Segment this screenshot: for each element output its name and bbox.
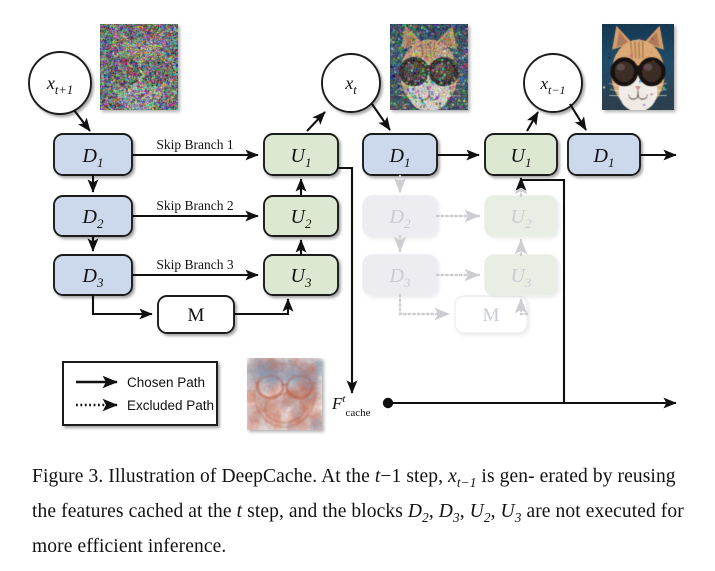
block-d1b: D1 bbox=[362, 133, 438, 176]
block-u3b-excluded: U3 bbox=[484, 254, 558, 296]
block-d3: D3 bbox=[53, 254, 133, 296]
label-skip-branch-2: Skip Branch 2 bbox=[156, 198, 233, 213]
block-u1b: U1 bbox=[484, 133, 558, 176]
block-d2b-excluded: D2 bbox=[362, 195, 438, 237]
label-skip-branch-3: Skip Branch 3 bbox=[156, 257, 233, 272]
caption-t-1: t bbox=[374, 466, 381, 487]
block-label-u2b: U2 bbox=[511, 206, 532, 231]
block-u1: U1 bbox=[263, 133, 339, 176]
caption-seg-2: step, bbox=[401, 466, 449, 487]
caption-block-u2-sub: 2 bbox=[483, 509, 491, 525]
caption-x-sub: t−1 bbox=[456, 474, 477, 490]
arrow-excluded-d3b-m2 bbox=[398, 293, 451, 321]
block-u3: U3 bbox=[263, 254, 339, 296]
arrow-xtm1-to-d1c bbox=[569, 103, 587, 131]
block-label-u3: U3 bbox=[291, 265, 312, 290]
node-circle-xt1: xt+1 bbox=[28, 51, 92, 115]
block-label-d3: D3 bbox=[82, 265, 104, 290]
thumbnail-midnoise-xt bbox=[390, 24, 468, 110]
caption-minus: − bbox=[380, 466, 392, 487]
arrow-u1-to-cache bbox=[338, 166, 358, 394]
thumbnail-noisy-xt1 bbox=[100, 24, 178, 110]
legend-chosen-label: Chosen Path bbox=[127, 375, 205, 390]
thumbnail-cached-feature-map bbox=[247, 358, 322, 430]
caption-block-d3-sub: 3 bbox=[452, 509, 460, 525]
node-label-xt: xt bbox=[344, 73, 357, 97]
block-label-u3b: U3 bbox=[511, 265, 532, 290]
caption-seg-6: are not executed for more efficient infe… bbox=[32, 500, 684, 557]
block-label-m1: M bbox=[188, 305, 205, 326]
block-label-d1c: D1 bbox=[593, 145, 615, 170]
caption-block-d3-base: D bbox=[438, 500, 453, 522]
block-label-d2: D2 bbox=[82, 206, 104, 231]
caption-block-u2-base: U bbox=[469, 500, 484, 522]
block-label-u1b: U1 bbox=[511, 145, 532, 170]
node-label-xtm1: xt−1 bbox=[540, 74, 566, 97]
block-label-m2: M bbox=[483, 305, 500, 326]
block-m1: M bbox=[157, 295, 235, 334]
path-cache-reinject bbox=[521, 178, 566, 403]
block-d1c: D1 bbox=[567, 133, 641, 176]
label-skip-branch-1: Skip Branch 1 bbox=[156, 137, 233, 152]
diagram-area: xt+1 D1 D2 D3 bbox=[28, 24, 677, 430]
block-label-u2: U2 bbox=[291, 206, 312, 231]
caption-block-d2-sub: 2 bbox=[422, 509, 429, 525]
block-u2: U2 bbox=[263, 195, 339, 237]
node-label-xt1: xt+1 bbox=[46, 73, 73, 97]
arrow-m-to-u3 bbox=[234, 298, 294, 316]
block-d2: D2 bbox=[53, 195, 133, 237]
caption-seg-1: Figure 3. Illustration of DeepCache. At … bbox=[32, 466, 375, 487]
block-m2-excluded: M bbox=[454, 295, 528, 334]
node-circle-xtm1: xt−1 bbox=[523, 53, 583, 113]
caption-seg-5: step, and the blocks bbox=[242, 500, 403, 522]
label-f-cache: Ftcache bbox=[331, 393, 371, 419]
thumbnail-clean-xtm1 bbox=[602, 24, 674, 110]
cache-bus-dot bbox=[382, 397, 394, 409]
caption-seg-4: erated by reusing the features cached at… bbox=[32, 466, 676, 522]
arrow-xt-to-d1b bbox=[371, 103, 391, 131]
caption-t-2: t bbox=[236, 500, 243, 522]
caption-x: x bbox=[448, 466, 457, 487]
caption-block-d2-base: D bbox=[407, 500, 423, 522]
arrow-u1b-to-xtm1 bbox=[526, 111, 539, 132]
block-label-d2b: D2 bbox=[389, 206, 411, 231]
block-d3b-excluded: D3 bbox=[362, 254, 438, 296]
block-label-d3b: D3 bbox=[389, 265, 411, 290]
caption-block-u3-base: U bbox=[500, 500, 515, 522]
legend-excluded-label: Excluded Path bbox=[127, 398, 214, 413]
diagram-svg: xt+1 D1 D2 D3 bbox=[28, 51, 677, 426]
node-circle-xt: xt bbox=[321, 53, 381, 113]
legend-box: Chosen Path Excluded Path bbox=[62, 361, 218, 426]
block-label-d1: D1 bbox=[82, 145, 104, 170]
block-u2b-excluded: U2 bbox=[484, 195, 558, 237]
caption-block-u3-sub: 3 bbox=[514, 509, 522, 525]
block-label-u1: U1 bbox=[291, 145, 312, 170]
arrow-u1-to-xt bbox=[306, 111, 326, 132]
block-d1: D1 bbox=[53, 133, 133, 176]
arrow-d3-to-m bbox=[91, 295, 153, 320]
figure-caption: Figure 3. Illustration of DeepCache. At … bbox=[32, 466, 684, 557]
caption-seg-3: is gen- bbox=[476, 466, 535, 487]
caption-one: 1 bbox=[391, 466, 402, 487]
arrow-excluded-m2-u3b bbox=[514, 297, 529, 316]
arrow-xt1-to-d1 bbox=[73, 109, 91, 132]
block-label-d1b: D1 bbox=[389, 145, 411, 170]
